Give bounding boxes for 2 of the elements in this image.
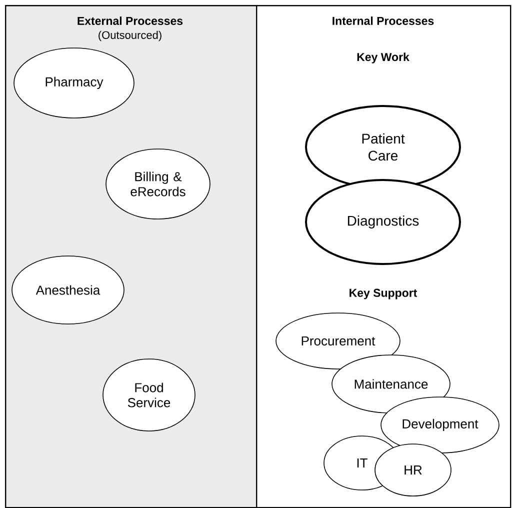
section-heading: Key Support [350,288,418,300]
section-heading: Key Work [357,52,410,64]
